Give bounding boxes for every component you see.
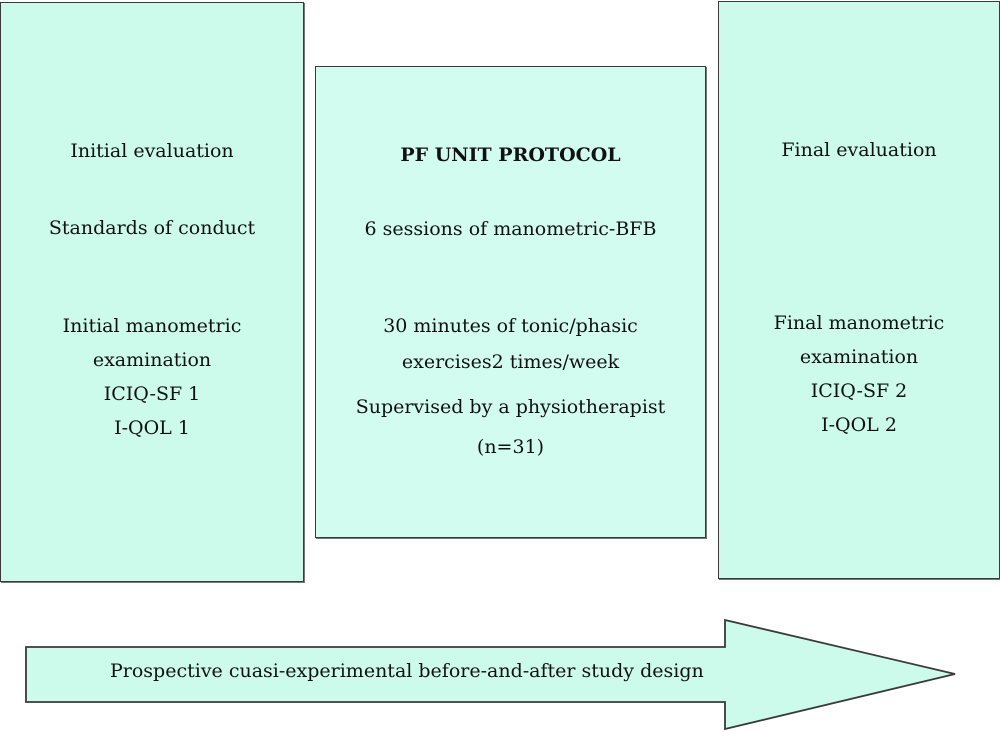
initial-examination-text: examination — [92, 349, 212, 371]
final-manometric-text: Final manometric — [773, 312, 945, 334]
timeline-arrow-label: Prospective cuasi-experimental before-an… — [110, 660, 704, 682]
sessions-text: 6 sessions of manometric-BFB — [364, 218, 657, 240]
final-iqol-text: I-QOL 2 — [821, 414, 897, 436]
final-evaluation-box: Final evaluation Final manometric examin… — [718, 1, 1000, 579]
initial-evaluation-box: Initial evaluation Standards of conduct … — [0, 2, 304, 582]
initial-iqol-text: I-QOL 1 — [114, 417, 190, 439]
exercise-frequency-text: exercises2 times/week — [401, 351, 620, 373]
sample-size-text: (n=31) — [476, 436, 545, 458]
final-examination-text: examination — [799, 346, 919, 368]
exercise-duration-text: 30 minutes of tonic/phasic — [383, 315, 638, 337]
supervision-text: Supervised by a physiotherapist — [355, 396, 666, 418]
final-evaluation-title: Final evaluation — [781, 139, 937, 161]
initial-evaluation-title: Initial evaluation — [70, 140, 234, 162]
pf-unit-protocol-box: PF UNIT PROTOCOL 6 sessions of manometri… — [315, 66, 706, 538]
pf-unit-protocol-title: PF UNIT PROTOCOL — [400, 144, 621, 166]
initial-iciq-text: ICIQ-SF 1 — [103, 383, 201, 405]
standards-of-conduct-text: Standards of conduct — [48, 217, 256, 239]
initial-manometric-text: Initial manometric — [62, 315, 242, 337]
timeline-arrow-shape — [25, 618, 956, 731]
final-iciq-text: ICIQ-SF 2 — [810, 380, 908, 402]
